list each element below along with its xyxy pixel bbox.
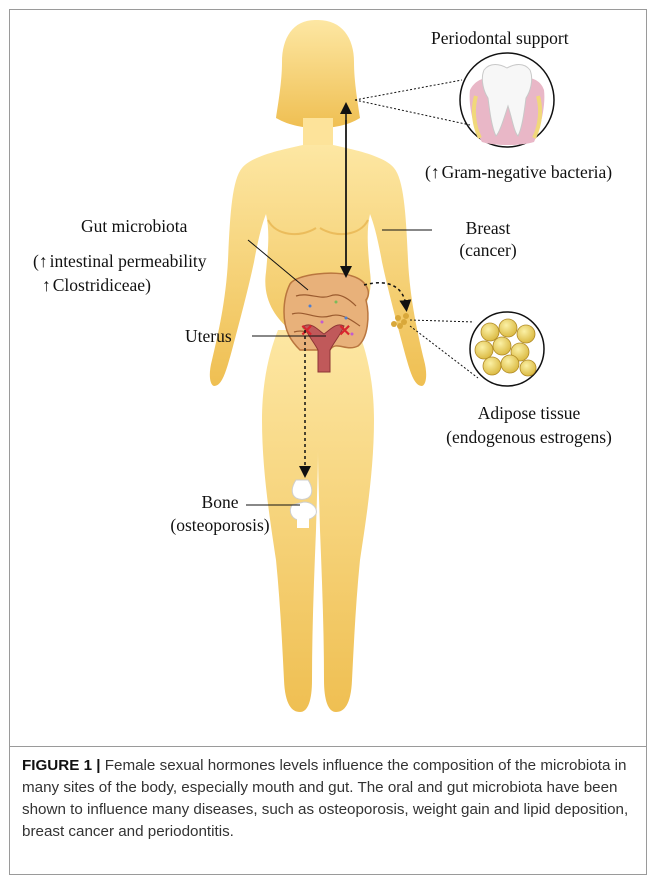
up-arrow-icon: ↑ (42, 275, 51, 296)
periodontal-support-label: Periodontal support (431, 28, 569, 49)
figure-label: FIGURE 1 | (22, 757, 101, 774)
gut-microbiota-label: Gut microbiota (81, 216, 187, 237)
tooth-inset (460, 53, 554, 147)
gram-negative-text: Gram-negative bacteria) (442, 162, 613, 182)
intestinal-permeability-label: (↑intestinal permeability (33, 251, 207, 272)
bone-label: Bone (164, 492, 276, 513)
breast-label: Breast (440, 218, 536, 239)
endogenous-estrogens-label: (endogenous estrogens) (420, 427, 638, 448)
caption-divider (9, 746, 647, 747)
svg-text:✕: ✕ (300, 323, 313, 340)
osteoporosis-label: (osteoporosis) (164, 515, 276, 536)
uterus-label: Uterus (185, 326, 232, 347)
breast-cancer-label: (cancer) (440, 240, 536, 261)
gram-negative-label: (↑Gram-negative bacteria) (425, 162, 612, 183)
clostridiceae-text: Clostridiceae) (53, 275, 151, 295)
up-arrow-icon: ↑ (431, 162, 440, 183)
adipose-inset (470, 312, 544, 386)
svg-text:✕: ✕ (338, 323, 351, 340)
intestinal-permeability-text: intestinal permeability (50, 251, 207, 271)
up-arrow-icon: ↑ (39, 251, 48, 272)
adipose-tissue-label: Adipose tissue (420, 403, 638, 424)
clostridiceae-label: ↑Clostridiceae) (42, 275, 151, 296)
figure-caption: FIGURE 1 | Female sexual hormones levels… (22, 755, 638, 843)
caption-text: Female sexual hormones levels influence … (22, 757, 628, 840)
